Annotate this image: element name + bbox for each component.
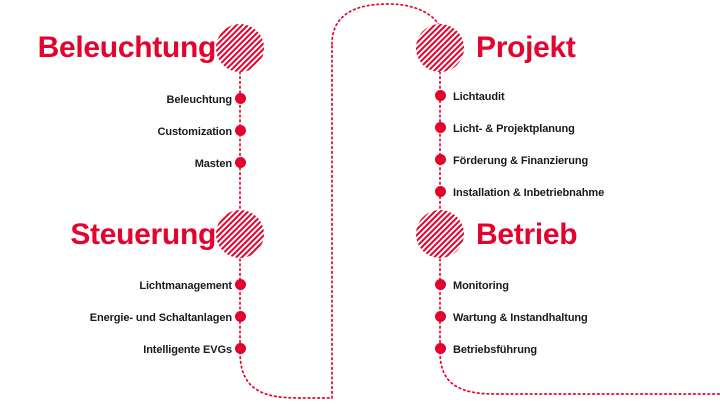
bullet-dot bbox=[435, 186, 446, 197]
section-title-projekt: Projekt bbox=[476, 31, 576, 64]
section-title-beleuchtung: Beleuchtung bbox=[37, 31, 217, 64]
list-item: Beleuchtung bbox=[166, 94, 232, 106]
bullet-dot bbox=[235, 157, 246, 168]
list-item: Monitoring bbox=[453, 280, 509, 292]
list-item: Licht- & Projektplanung bbox=[453, 123, 575, 135]
list-item: Wartung & Instandhaltung bbox=[453, 312, 588, 324]
node-circle-steuerung bbox=[216, 210, 264, 258]
bullet-dot bbox=[435, 279, 446, 290]
node-circle-betrieb bbox=[416, 210, 464, 258]
list-item: Lichtmanagement bbox=[139, 280, 232, 292]
bullet-dot bbox=[235, 343, 246, 354]
connector-bottom-right-curve bbox=[439, 351, 720, 395]
bullet-dot bbox=[435, 90, 446, 101]
bullet-dot bbox=[435, 343, 446, 354]
bullet-dot bbox=[235, 311, 246, 322]
list-item: Masten bbox=[194, 158, 232, 170]
list-item: Förderung & Finanzierung bbox=[453, 155, 589, 167]
section-title-steuerung: Steuerung bbox=[70, 218, 216, 251]
connector-bottom-left-curve bbox=[239, 351, 333, 399]
bullet-dot bbox=[235, 279, 246, 290]
list-item: Intelligente EVGs bbox=[143, 344, 232, 356]
connector-top-arc bbox=[331, 3, 441, 45]
list-item: Energie- und Schaltanlagen bbox=[89, 312, 232, 324]
list-item: Betriebsführung bbox=[453, 344, 538, 356]
list-item: Lichtaudit bbox=[453, 91, 505, 103]
section-title-betrieb: Betrieb bbox=[476, 218, 578, 251]
bullet-dot bbox=[235, 125, 246, 136]
bullet-dot bbox=[435, 122, 446, 133]
node-circle-beleuchtung bbox=[216, 24, 264, 72]
list-item: Customization bbox=[157, 126, 233, 138]
node-circle-projekt bbox=[416, 24, 464, 72]
bullet-dot bbox=[435, 154, 446, 165]
bullet-dot bbox=[235, 93, 246, 104]
bullet-dot bbox=[435, 311, 446, 322]
list-item: Installation & Inbetriebnahme bbox=[453, 187, 605, 199]
